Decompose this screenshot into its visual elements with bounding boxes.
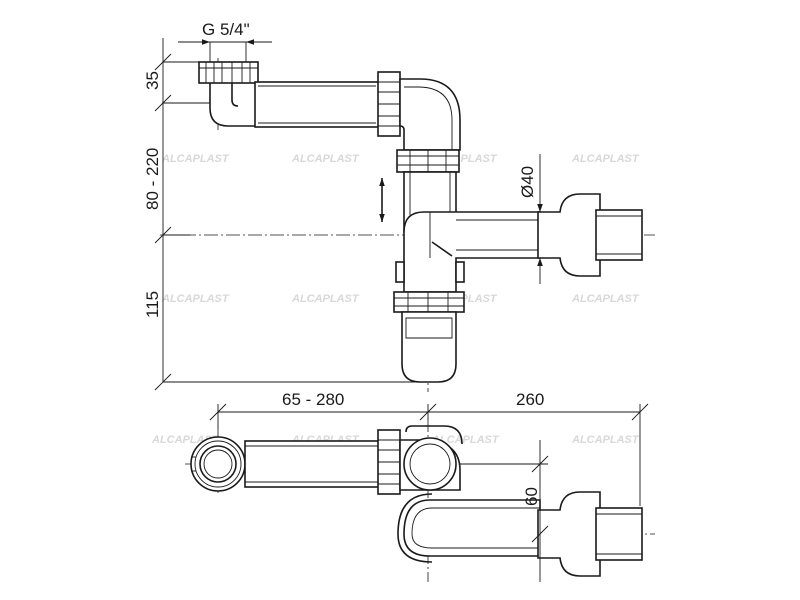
front-view: Ø40 35 80 - 220 115 G 5/4" <box>143 20 655 392</box>
watermark: ALCAPLAST <box>291 293 360 305</box>
plan-view: 65 - 280 260 60 <box>185 390 655 582</box>
dim-35: 35 <box>143 71 162 90</box>
dim-thread: G 5/4" <box>202 20 250 39</box>
dim-115: 115 <box>143 291 162 318</box>
dim-80-220: 80 - 220 <box>143 148 162 210</box>
watermark: ALCAPLAST <box>571 293 640 305</box>
dim-65-280: 65 - 280 <box>282 390 344 409</box>
watermark: ALCAPLAST <box>161 293 230 305</box>
dim-60: 60 <box>522 487 541 506</box>
watermark: ALCAPLAST <box>571 434 640 446</box>
watermark: ALCAPLAST <box>161 153 230 165</box>
dim-diameter: Ø40 <box>518 166 537 198</box>
watermark: ALCAPLAST <box>291 153 360 165</box>
dim-260: 260 <box>516 390 544 409</box>
watermark: ALCAPLAST <box>571 153 640 165</box>
watermark: ALCAPLAST <box>431 434 500 446</box>
